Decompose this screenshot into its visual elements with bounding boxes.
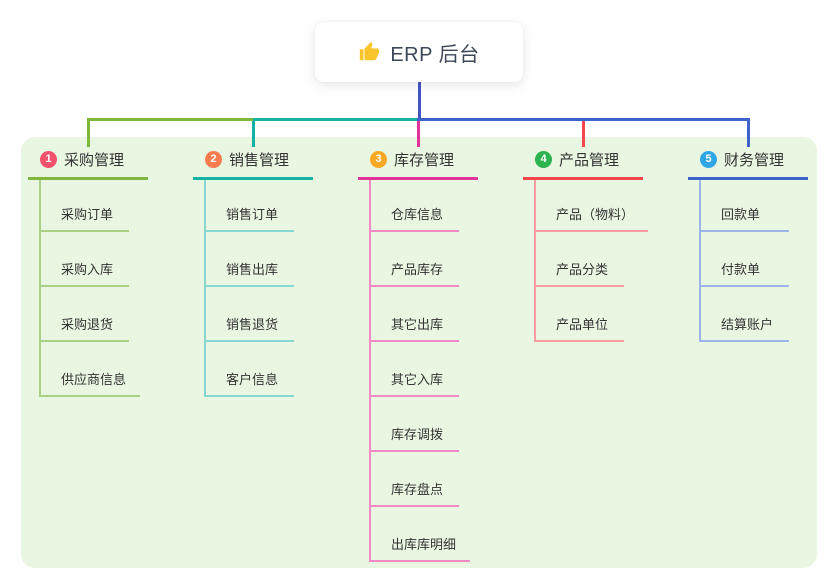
child-node[interactable]: 供应商信息 xyxy=(41,342,141,397)
child-node[interactable]: 其它出库 xyxy=(371,287,459,342)
branch-area-panel xyxy=(21,137,817,568)
branch-drop-line xyxy=(86,121,90,147)
child-node[interactable]: 销售订单 xyxy=(206,180,294,232)
child-node[interactable]: 产品单位 xyxy=(536,287,624,342)
branch-column: 5 财务管理回款单付款单结算账户 xyxy=(688,145,838,342)
branch-number-badge: 1 xyxy=(40,151,57,168)
root-node-label: ERP 后台 xyxy=(390,43,480,66)
branch-children: 仓库信息产品库存其它出库其它入库库存调拨库存盘点出库库明细 xyxy=(369,180,471,562)
branch-label: 库存管理 xyxy=(394,152,455,169)
branch-drop-line xyxy=(251,121,255,147)
child-node[interactable]: 产品分类 xyxy=(536,232,624,287)
child-node[interactable]: 库存盘点 xyxy=(371,452,459,507)
branch-column: 1 采购管理采购订单采购入库采购退货供应商信息 xyxy=(28,145,178,397)
child-node[interactable]: 销售出库 xyxy=(206,232,294,287)
branch-children: 产品（物料）产品分类产品单位 xyxy=(534,180,649,342)
branch-label: 采购管理 xyxy=(64,152,125,169)
bus-segment xyxy=(253,118,418,121)
child-node[interactable]: 结算账户 xyxy=(701,287,789,342)
child-node[interactable]: 付款单 xyxy=(701,232,789,287)
child-node[interactable]: 客户信息 xyxy=(206,342,294,397)
branch-label: 财务管理 xyxy=(724,152,785,169)
branch-number-badge: 4 xyxy=(535,151,552,168)
child-node[interactable]: 销售退货 xyxy=(206,287,294,342)
child-node[interactable]: 仓库信息 xyxy=(371,180,459,232)
thumbs-up-icon xyxy=(360,41,380,61)
child-node[interactable]: 采购入库 xyxy=(41,232,129,287)
child-node[interactable]: 采购退货 xyxy=(41,287,129,342)
child-node[interactable]: 产品库存 xyxy=(371,232,459,287)
child-node[interactable]: 回款单 xyxy=(701,180,789,232)
branch-column: 4 产品管理产品（物料）产品分类产品单位 xyxy=(523,145,673,342)
branch-node[interactable]: 4 产品管理 xyxy=(523,145,643,180)
child-node[interactable]: 库存调拨 xyxy=(371,397,459,452)
bus-segment xyxy=(416,118,750,121)
branch-number-badge: 3 xyxy=(370,151,387,168)
child-node[interactable]: 产品（物料） xyxy=(536,180,649,232)
branch-column: 3 库存管理仓库信息产品库存其它出库其它入库库存调拨库存盘点出库库明细 xyxy=(358,145,508,562)
branch-number-badge: 2 xyxy=(205,151,222,168)
branch-node[interactable]: 5 财务管理 xyxy=(688,145,808,180)
branch-label: 产品管理 xyxy=(559,152,620,169)
branch-drop-line xyxy=(581,121,585,147)
branch-node[interactable]: 2 销售管理 xyxy=(193,145,313,180)
branch-drop-line xyxy=(416,121,420,147)
branch-label: 销售管理 xyxy=(229,152,290,169)
branch-node[interactable]: 1 采购管理 xyxy=(28,145,148,180)
branch-column: 2 销售管理销售订单销售出库销售退货客户信息 xyxy=(193,145,343,397)
branch-node[interactable]: 3 库存管理 xyxy=(358,145,478,180)
root-connector-line xyxy=(417,82,421,119)
branch-number-badge: 5 xyxy=(700,151,717,168)
branch-children: 销售订单销售出库销售退货客户信息 xyxy=(204,180,294,397)
branch-children: 采购订单采购入库采购退货供应商信息 xyxy=(39,180,141,397)
branch-drop-line xyxy=(746,121,750,147)
child-node[interactable]: 其它入库 xyxy=(371,342,459,397)
child-node[interactable]: 出库库明细 xyxy=(371,507,471,562)
child-node[interactable]: 采购订单 xyxy=(41,180,129,232)
bus-segment xyxy=(86,118,253,121)
root-node[interactable]: ERP 后台 xyxy=(315,22,523,82)
branch-children: 回款单付款单结算账户 xyxy=(699,180,789,342)
